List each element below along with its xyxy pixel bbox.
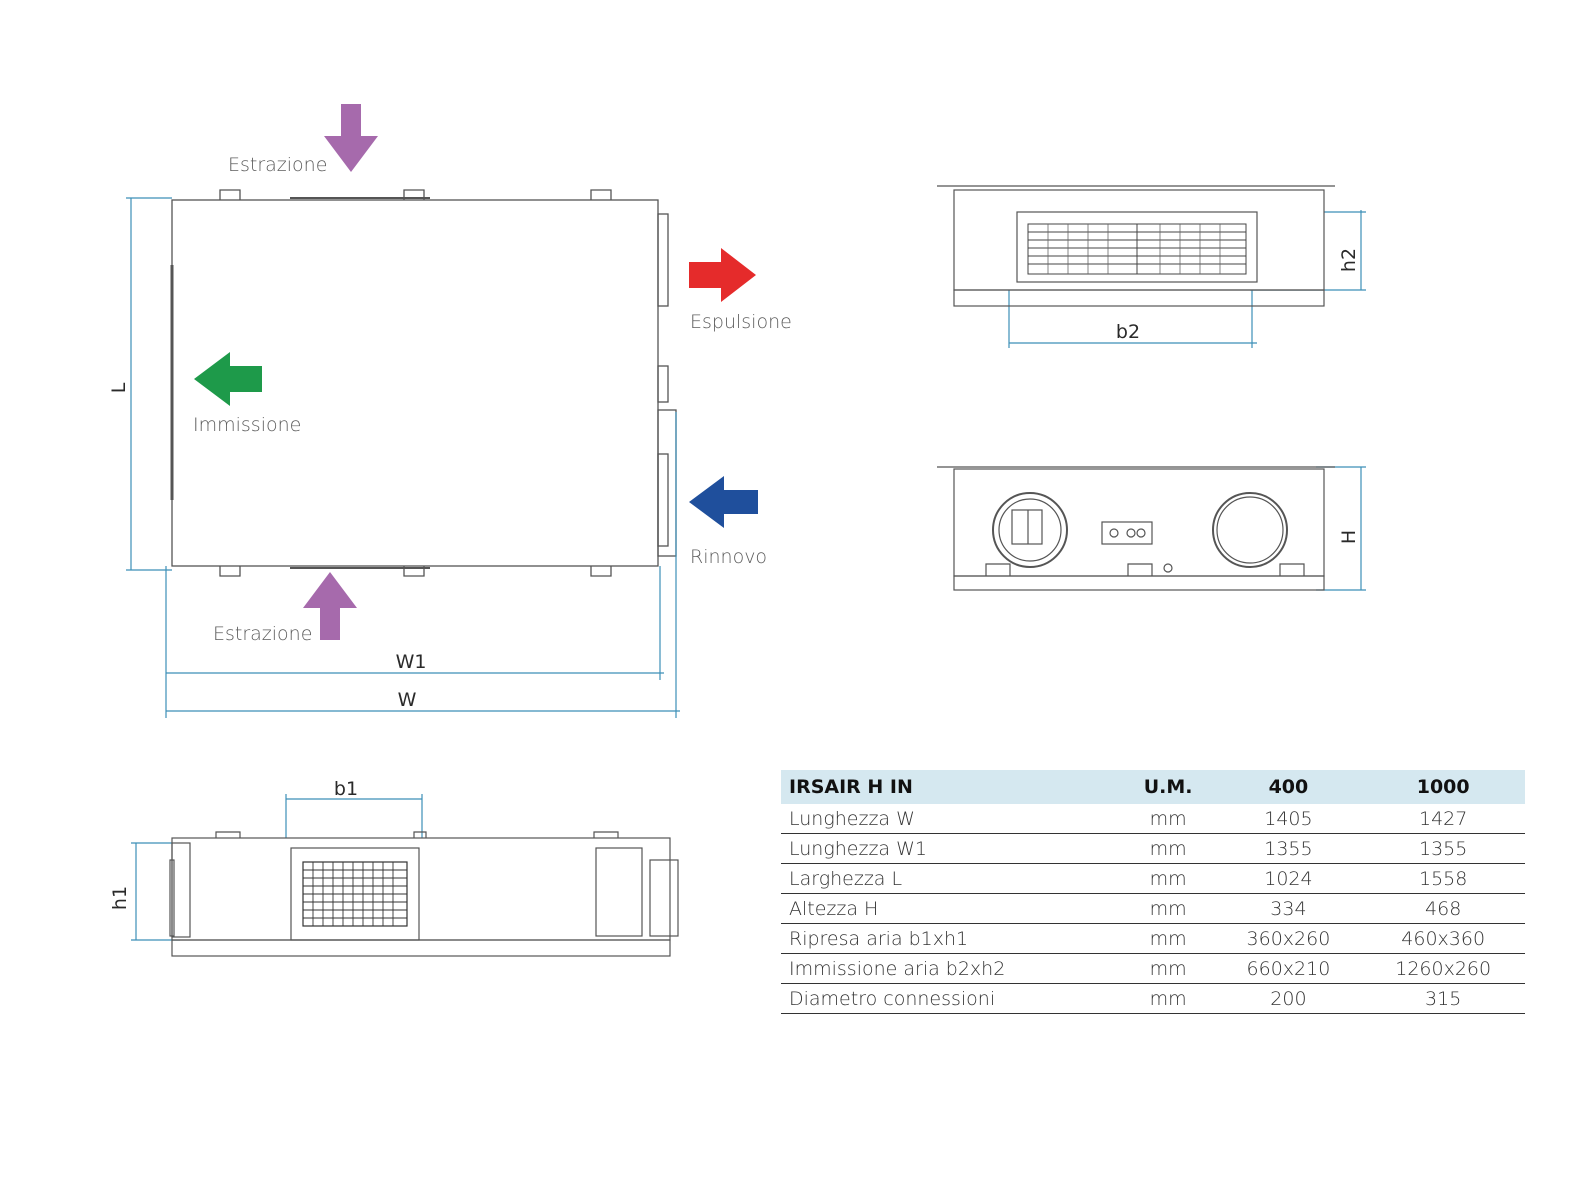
- row-value-400: 660x210: [1215, 953, 1362, 984]
- row-label: Altezza H: [781, 893, 1121, 924]
- row-label: Ripresa aria b1xh1: [781, 923, 1121, 954]
- dim-W1: W1: [396, 651, 427, 673]
- extraction-top-arrow-icon: [324, 104, 378, 172]
- header-400: 400: [1215, 770, 1362, 804]
- row-value-1000: 1260x260: [1361, 953, 1525, 984]
- row-value-400: 1355: [1215, 833, 1362, 864]
- row-value-1000: 1558: [1361, 863, 1525, 894]
- dimension-lines: [126, 197, 1366, 941]
- table-row: Immissione aria b2xh2 mm 660x210 1260x26…: [781, 953, 1525, 984]
- row-value-1000: 315: [1361, 983, 1525, 1014]
- row-unit: mm: [1120, 923, 1216, 954]
- label-extraction-bottom: Estrazione: [213, 623, 312, 645]
- table-row: Ripresa aria b1xh1 mm 360x260 460x360: [781, 923, 1525, 954]
- row-value-1000: 1427: [1361, 804, 1525, 834]
- dim-H: H: [1338, 530, 1360, 544]
- row-value-1000: 468: [1361, 893, 1525, 924]
- row-label: Diametro connessioni: [781, 983, 1121, 1014]
- header-1000: 1000: [1361, 770, 1525, 804]
- dim-W: W: [398, 689, 417, 711]
- row-unit: mm: [1120, 893, 1216, 924]
- table-row: Diametro connessioni mm 200 315: [781, 983, 1525, 1014]
- table-row: Altezza H mm 334 468: [781, 893, 1525, 924]
- row-unit: mm: [1120, 833, 1216, 864]
- header-model: IRSAIR H IN: [781, 770, 1121, 804]
- dim-b1: b1: [334, 778, 358, 800]
- row-value-400: 1024: [1215, 863, 1362, 894]
- row-unit: mm: [1120, 863, 1216, 894]
- immission-arrow-icon: [194, 352, 262, 406]
- label-expulsion: Espulsione: [690, 311, 792, 333]
- dim-b2: b2: [1116, 321, 1140, 343]
- side-view: [169, 831, 679, 957]
- row-unit: mm: [1120, 953, 1216, 984]
- row-value-400: 334: [1215, 893, 1362, 924]
- rear-view: [937, 466, 1335, 591]
- table-row: Lunghezza W mm 1405 1427: [781, 804, 1525, 834]
- dim-h1: h1: [109, 886, 131, 910]
- renewal-arrow-icon: [689, 476, 758, 528]
- dim-h2: h2: [1338, 248, 1360, 272]
- table-row: Lunghezza W1 mm 1355 1355: [781, 833, 1525, 864]
- extraction-bottom-arrow-icon: [303, 572, 357, 640]
- dim-L: L: [108, 382, 130, 393]
- row-unit: mm: [1120, 983, 1216, 1014]
- table-row: Larghezza L mm 1024 1558: [781, 863, 1525, 894]
- row-value-400: 200: [1215, 983, 1362, 1014]
- row-value-1000: 1355: [1361, 833, 1525, 864]
- front-view: [937, 185, 1335, 307]
- row-value-400: 1405: [1215, 804, 1362, 834]
- header-unit: U.M.: [1120, 770, 1216, 804]
- row-label: Lunghezza W: [781, 804, 1121, 834]
- label-extraction-top: Estrazione: [228, 154, 327, 176]
- row-value-400: 360x260: [1215, 923, 1362, 954]
- row-label: Lunghezza W1: [781, 833, 1121, 864]
- table-header-row: IRSAIR H IN U.M. 400 1000: [781, 770, 1525, 804]
- row-value-1000: 460x360: [1361, 923, 1525, 954]
- expulsion-arrow-icon: [689, 248, 756, 302]
- label-immission: Immissione: [193, 414, 301, 436]
- row-label: Immissione aria b2xh2: [781, 953, 1121, 984]
- flow-arrows: [194, 104, 758, 640]
- spec-table: IRSAIR H IN U.M. 400 1000 Lunghezza W mm…: [781, 770, 1525, 1014]
- label-renewal: Rinnovo: [690, 546, 767, 568]
- row-unit: mm: [1120, 804, 1216, 834]
- row-label: Larghezza L: [781, 863, 1121, 894]
